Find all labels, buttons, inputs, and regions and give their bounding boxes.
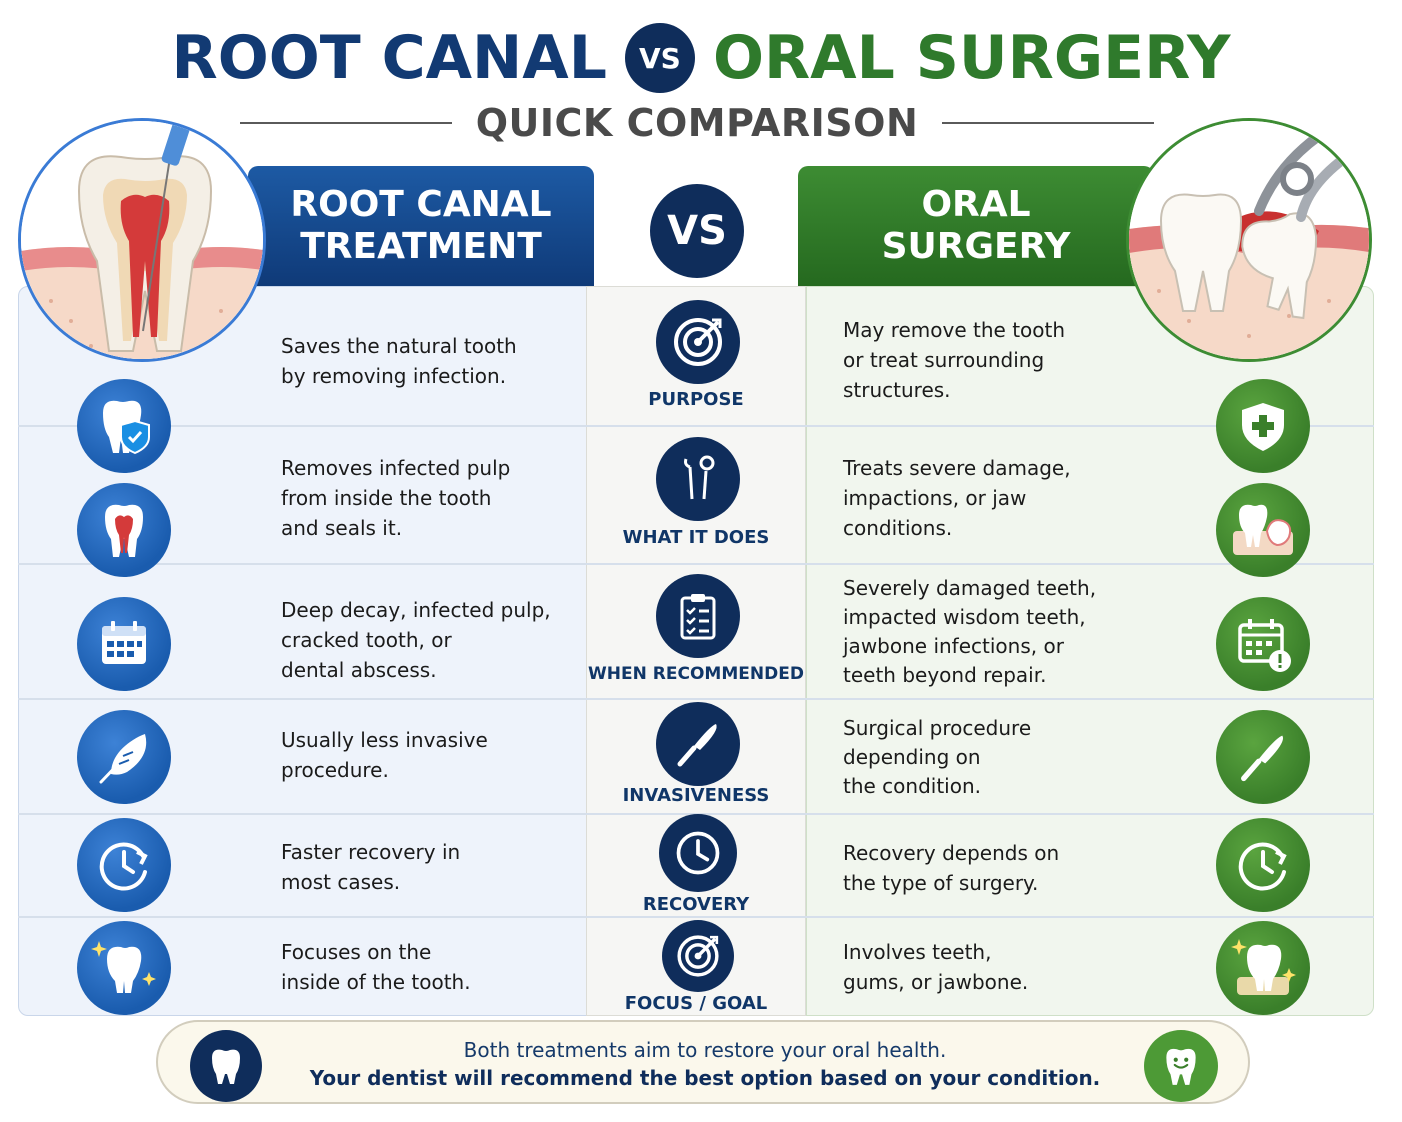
text-line: depending on (843, 745, 981, 769)
sparkle-tooth-icon (1216, 921, 1310, 1015)
text-line: cracked tooth, or (281, 628, 452, 652)
text-line: teeth beyond repair. (843, 663, 1047, 687)
clock-cycle-icon (77, 818, 171, 912)
text-line: Severely damaged teeth, (843, 576, 1097, 600)
title-vs-badge: VS (624, 23, 695, 93)
row-divider (18, 916, 1374, 918)
root-canal-illustration (18, 118, 266, 362)
root-canal-header-line2: TREATMENT (300, 226, 542, 267)
text-line: gums, or jawbone. (843, 970, 1029, 994)
oral-surgery-when-recommended: Severely damaged teeth, impacted wisdom … (843, 574, 1113, 690)
root-canal-recovery: Faster recovery in most cases. (281, 837, 571, 897)
oral-surgery-what-it-does: Treats severe damage, impactions, or jaw… (843, 453, 1113, 543)
sparkle-tooth-icon (77, 921, 171, 1015)
text-line: impactions, or jaw (843, 486, 1027, 510)
oral-surgery-focus: Involves teeth, gums, or jawbone. (843, 937, 1113, 997)
tooth-root-icon (77, 483, 171, 577)
title-root-canal: ROOT CANAL (171, 23, 607, 93)
tooth-icon (190, 1030, 262, 1102)
subtitle-text: QUICK COMPARISON (475, 101, 919, 145)
oral-surgery-recovery: Recovery depends on the type of surgery. (843, 838, 1113, 898)
text-line: Surgical procedure (843, 716, 1032, 740)
scalpel-icon (1216, 710, 1310, 804)
calendar-alert-icon (1216, 597, 1310, 691)
text-line: impacted wisdom teeth, (843, 605, 1086, 629)
root-canal-what-it-does: Removes infected pulp from inside the to… (281, 453, 571, 543)
text-line: or treat surrounding (843, 348, 1045, 372)
oral-surgery-header-line1: ORAL (921, 184, 1031, 225)
clock-cycle-icon (1216, 818, 1310, 912)
text-line: inside of the tooth. (281, 970, 471, 994)
target-icon (662, 920, 734, 992)
feather-icon (77, 710, 171, 804)
row-label-when-recommended: WHEN RECOMMENDED (588, 664, 804, 684)
text-line: Recovery depends on (843, 841, 1060, 865)
row-label-what-it-does: WHAT IT DOES (622, 527, 770, 548)
clipboard-icon (656, 574, 740, 658)
text-line: most cases. (281, 870, 401, 894)
row-label-purpose: PURPOSE (648, 389, 744, 410)
text-line: the type of surgery. (843, 871, 1039, 895)
text-line: Removes infected pulp (281, 456, 511, 480)
root-canal-tooth-icon (21, 121, 263, 359)
subtitle-rule-left (240, 122, 452, 124)
text-line: Usually less invasive (281, 728, 488, 752)
shield-plus-icon (1216, 379, 1310, 473)
summary-line-1: Both treatments aim to restore your oral… (463, 1038, 947, 1062)
row-label-focus-goal: FOCUS / GOAL (624, 993, 768, 1014)
impacted-tooth-icon (1216, 483, 1310, 577)
text-line: dental abscess. (281, 658, 437, 682)
text-line: conditions. (843, 516, 953, 540)
root-canal-when-recommended: Deep decay, infected pulp, cracked tooth… (281, 595, 571, 685)
title-oral-surgery: ORAL SURGERY (712, 23, 1231, 93)
text-line: Faster recovery in (281, 840, 461, 864)
oral-surgery-header-line2: SURGERY (881, 226, 1071, 267)
header-vs-badge: VS (650, 184, 744, 278)
row-label-invasiveness: INVASIVENESS (622, 785, 770, 806)
subtitle-rule-right (942, 122, 1155, 124)
row-label-recovery: RECOVERY (642, 894, 750, 915)
oral-surgery-header: ORAL SURGERY (798, 166, 1154, 286)
text-line: and seals it. (281, 516, 403, 540)
text-line: the condition. (843, 774, 982, 798)
text-line: Treats severe damage, (843, 456, 1071, 480)
page-title: ROOT CANAL VS ORAL SURGERY (0, 18, 1402, 98)
row-divider (18, 425, 1374, 427)
root-canal-focus: Focuses on the inside of the tooth. (281, 937, 571, 997)
root-canal-purpose: Saves the natural tooth by removing infe… (281, 331, 571, 391)
dental-tools-icon (656, 437, 740, 521)
summary-banner: Both treatments aim to restore your oral… (156, 1020, 1250, 1104)
text-line: structures. (843, 378, 951, 402)
clock-icon (659, 814, 737, 892)
root-canal-header: ROOT CANAL TREATMENT (248, 166, 594, 286)
extraction-forceps-icon (1129, 121, 1369, 359)
scalpel-icon (656, 702, 740, 786)
target-icon (656, 300, 740, 384)
oral-surgery-invasiveness: Surgical procedure depending on the cond… (843, 714, 1113, 801)
row-divider (18, 563, 1374, 565)
text-line: Saves the natural tooth (281, 334, 517, 358)
text-line: May remove the tooth (843, 318, 1066, 342)
text-line: procedure. (281, 758, 389, 782)
text-line: Focuses on the (281, 940, 432, 964)
text-line: jawbone infections, or (843, 634, 1064, 658)
calendar-icon (77, 597, 171, 691)
oral-surgery-illustration (1126, 118, 1372, 362)
text-line: Deep decay, infected pulp, (281, 598, 551, 622)
root-canal-invasiveness: Usually less invasive procedure. (281, 725, 571, 785)
text-line: from inside the tooth (281, 486, 492, 510)
oral-surgery-purpose: May remove the tooth or treat surroundin… (843, 315, 1113, 405)
text-line: Involves teeth, (843, 940, 992, 964)
row-divider (18, 698, 1374, 700)
text-line: by removing infection. (281, 364, 507, 388)
root-canal-header-line1: ROOT CANAL (290, 184, 552, 225)
tooth-shield-icon (77, 379, 171, 473)
subtitle: QUICK COMPARISON (240, 98, 1155, 148)
summary-line-2: Your dentist will recommend the best opt… (309, 1066, 1101, 1090)
smiling-tooth-icon (1144, 1030, 1218, 1102)
